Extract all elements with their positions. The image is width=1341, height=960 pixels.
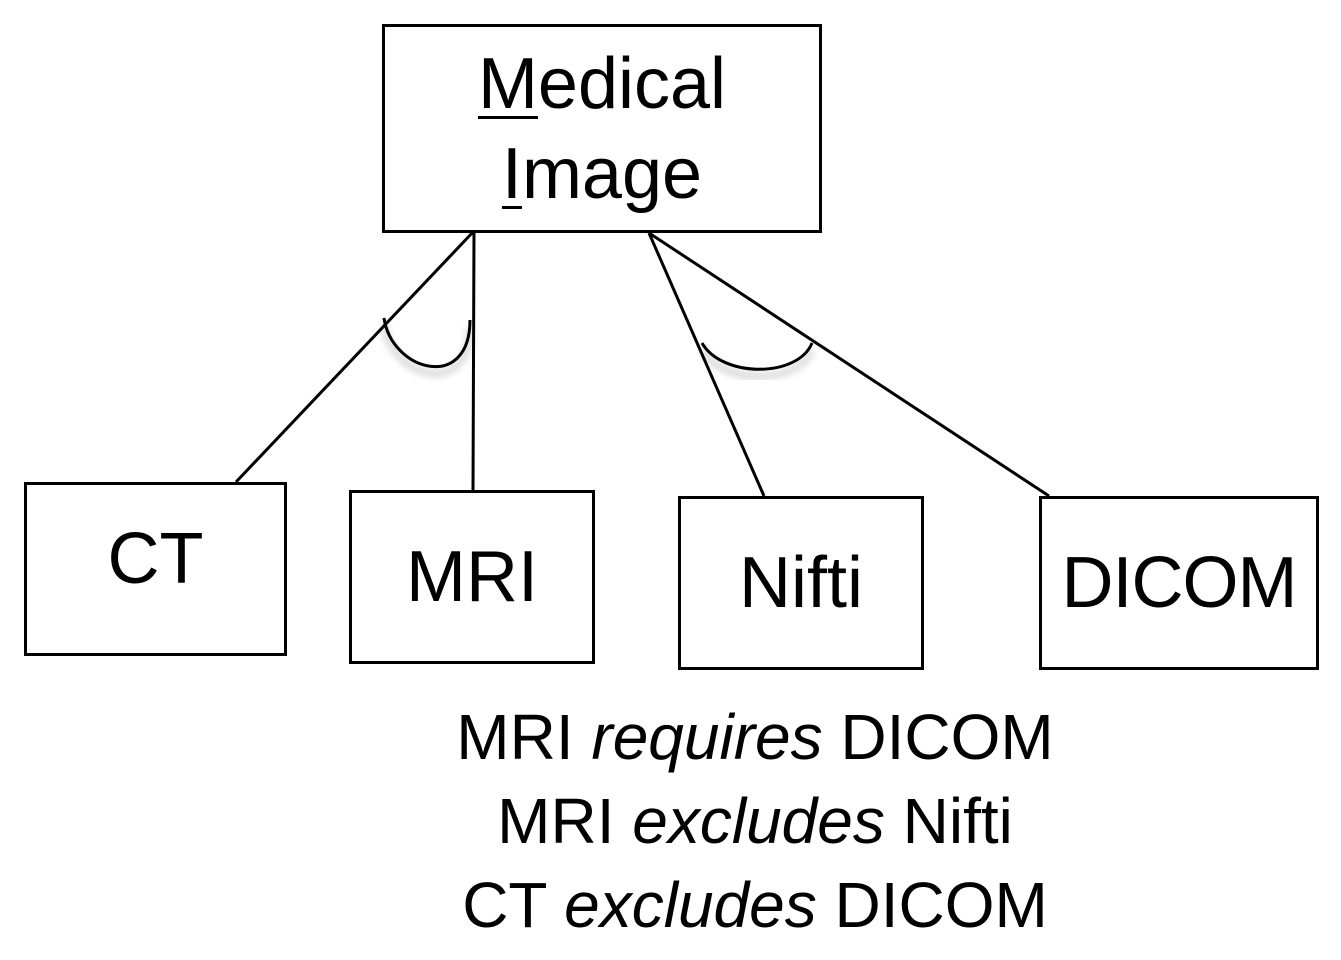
edge-root-mri [471, 230, 476, 491]
edge-root-dicom [648, 231, 1050, 498]
group-arc-nifti-dicom [700, 342, 814, 371]
child-node-label: CT [107, 519, 204, 599]
child-node-label: MRI [406, 537, 538, 617]
child-node-ct: CT [24, 482, 287, 656]
child-node-label: DICOM [1061, 543, 1298, 623]
root-label-underlined-letter: M [477, 43, 538, 124]
group-arc-ct-mri [382, 317, 472, 369]
edge-root-ct [234, 229, 476, 484]
root-node-label: Medical Image [478, 39, 726, 219]
constraint-relation: requires [591, 701, 823, 773]
constraint-relation: excludes [632, 785, 885, 857]
child-node-mri: MRI [349, 490, 595, 664]
edge-root-nifti [647, 232, 766, 497]
constraint-line: MRI requires DICOM [456, 701, 1054, 773]
root-label-line-1: Medical [477, 43, 727, 124]
constraint-line: MRI excludes Nifti [497, 785, 1013, 857]
constraint-list: MRI requires DICOM MRI excludes Nifti CT… [300, 695, 1210, 947]
child-node-dicom: DICOM [1039, 496, 1319, 670]
constraint-relation: excludes [564, 869, 817, 941]
constraint-line: CT excludes DICOM [462, 869, 1048, 941]
root-label-underlined-letter: I [501, 133, 522, 214]
root-label-line-2: Image [501, 133, 703, 214]
child-node-nifti: Nifti [678, 496, 924, 670]
root-node-medical-image: Medical Image [382, 24, 822, 233]
child-node-label: Nifti [739, 543, 863, 623]
